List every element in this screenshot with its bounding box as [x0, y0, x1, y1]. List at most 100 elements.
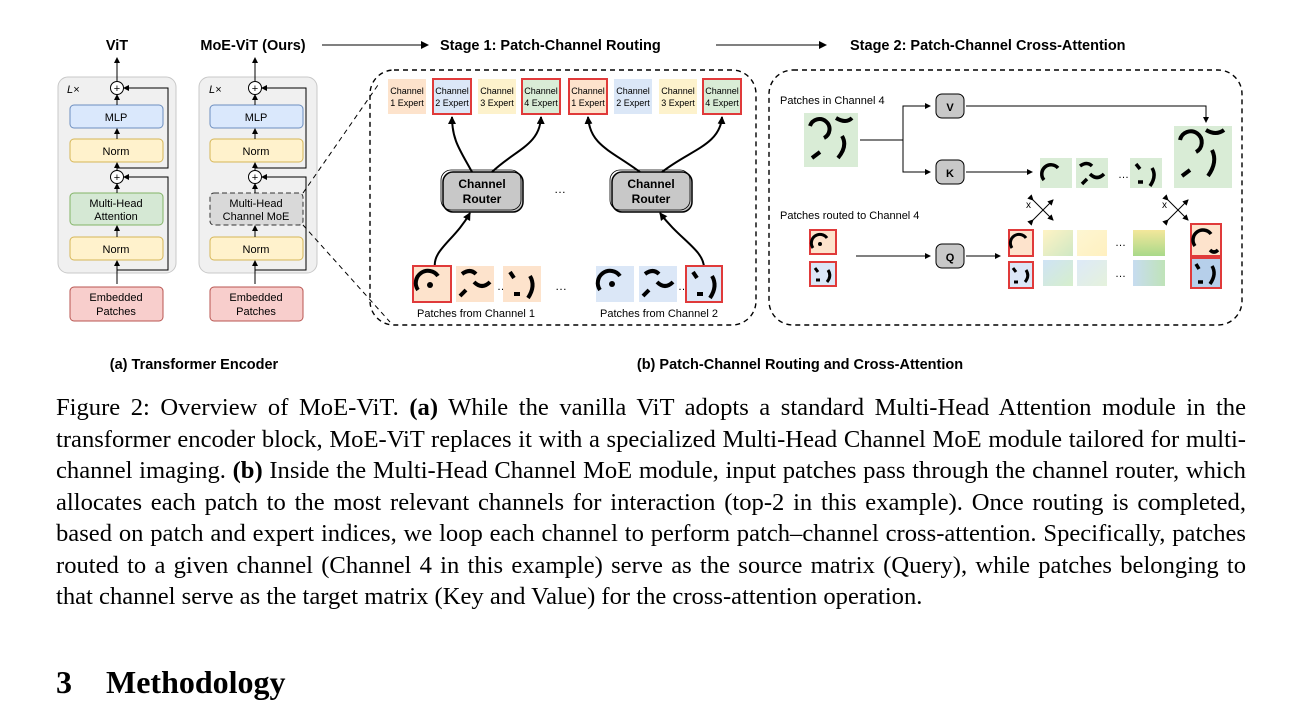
svg-text:Norm: Norm	[103, 146, 130, 158]
multiply-label-2: x	[1162, 200, 1167, 211]
value-patch-stack	[1174, 126, 1232, 188]
patches-channel-2: …	[595, 265, 723, 303]
router-ellipsis: …	[554, 182, 566, 196]
expert-2-right	[614, 79, 652, 114]
svg-text:Channel MoE: Channel MoE	[223, 211, 290, 223]
svg-text:4 Expert: 4 Expert	[524, 98, 558, 108]
multiply-label-1: x	[1026, 200, 1031, 211]
svg-text:Router: Router	[463, 192, 502, 206]
svg-text:Norm: Norm	[243, 146, 270, 158]
patch-group-ellipsis: …	[555, 279, 567, 293]
label-a: (a) Transformer Encoder	[110, 357, 279, 373]
caption-b-text: Inside the Multi-Head Channel MoE module…	[56, 457, 1246, 610]
svg-text:Embedded: Embedded	[229, 292, 282, 304]
svg-text:…: …	[1115, 268, 1126, 280]
stage2-title: Stage 2: Patch-Channel Cross-Attention	[850, 38, 1126, 54]
figure-caption: Figure 2: Overview of MoE-ViT. (a) While…	[56, 392, 1246, 613]
svg-text:K: K	[946, 168, 954, 180]
patch-ellipsis-1: …	[497, 281, 508, 293]
stage1-panel	[369, 69, 757, 326]
svg-text:+: +	[114, 172, 120, 184]
multiply-markers	[1027, 194, 1189, 226]
stage1-experts-left: Channel 1 Expert Channel 2 Expert Channe…	[388, 78, 561, 115]
channel-router-right: Channel Router	[609, 169, 693, 213]
zoom-line-top	[302, 84, 379, 194]
channel4-patch-grid	[804, 113, 858, 167]
svg-text:Router: Router	[632, 192, 671, 206]
svg-text:MLP: MLP	[245, 112, 268, 124]
patches-channel-1: … …	[412, 265, 567, 303]
svg-text:Patches: Patches	[96, 306, 136, 318]
svg-text:MLP: MLP	[105, 112, 128, 124]
routing-arrows	[433, 116, 726, 269]
figure-diagram: ViT MoE-ViT (Ours) Stage 1: Patch-Channe…	[57, 38, 1243, 373]
svg-text:4 Expert: 4 Expert	[705, 98, 739, 108]
k-node	[935, 159, 965, 185]
svg-text:3 Expert: 3 Expert	[661, 98, 695, 108]
patches-in-ch4-label: Patches in Channel 4	[780, 95, 885, 107]
caption-prefix: Figure 2: Overview of MoE-ViT.	[56, 394, 410, 421]
svg-text:Channel: Channel	[458, 177, 505, 191]
expert-2-left	[432, 78, 472, 115]
moe-layers-label: L×	[209, 84, 222, 96]
svg-text:+: +	[252, 83, 258, 95]
stage1-title: Stage 1: Patch-Channel Routing	[440, 38, 661, 54]
vit-encoder: L× + MLP Norm + Multi-Head Attention Nor…	[57, 57, 177, 322]
expert-4-right	[702, 78, 742, 115]
section-title: Methodology	[106, 664, 286, 700]
svg-text:Patches: Patches	[236, 306, 276, 318]
svg-text:…: …	[1115, 237, 1126, 249]
zoom-line-bottom	[302, 224, 391, 323]
output-patches	[1190, 223, 1222, 289]
svg-text:Channel: Channel	[616, 86, 650, 96]
svg-text:Channel: Channel	[480, 86, 514, 96]
svg-text:1 Expert: 1 Expert	[571, 98, 605, 108]
svg-text:Attention: Attention	[94, 211, 137, 223]
stage1-experts-right: Channel 1 Expert Channel 2 Expert Channe…	[568, 78, 742, 115]
moe-vit-encoder: L× + MLP Norm + Multi-Head Channel MoE N…	[198, 57, 318, 322]
moe-vit-title: MoE-ViT (Ours)	[200, 38, 305, 54]
query-patches	[1008, 229, 1034, 289]
expert-3-left	[478, 79, 516, 114]
svg-text:3 Expert: 3 Expert	[480, 98, 514, 108]
svg-text:+: +	[252, 172, 258, 184]
q-node	[935, 243, 965, 269]
stage2-panel	[768, 69, 1243, 326]
svg-text:Q: Q	[946, 252, 955, 264]
vit-embedded-patches	[69, 286, 164, 322]
svg-text:1 Expert: 1 Expert	[390, 98, 424, 108]
vit-title: ViT	[106, 38, 128, 54]
svg-text:Norm: Norm	[243, 244, 270, 256]
svg-text:Norm: Norm	[103, 244, 130, 256]
svg-text:Embedded: Embedded	[89, 292, 142, 304]
moe-embedded-patches	[209, 286, 304, 322]
expert-3-right	[659, 79, 697, 114]
routed-patches	[809, 229, 837, 287]
channel-router-left: Channel Router	[440, 169, 524, 213]
caption-a-text: While the vanilla ViT adopts a standard …	[56, 394, 1246, 484]
svg-text:Channel: Channel	[571, 86, 605, 96]
svg-text:Channel: Channel	[435, 86, 469, 96]
svg-text:Multi-Head: Multi-Head	[229, 198, 282, 210]
svg-text:+: +	[114, 83, 120, 95]
svg-text:V: V	[946, 102, 954, 114]
svg-text:Channel: Channel	[705, 86, 739, 96]
patches-ch1-label: Patches from Channel 1	[417, 308, 535, 320]
key-patches: …	[1040, 158, 1162, 188]
svg-text:2 Expert: 2 Expert	[616, 98, 650, 108]
vit-layers-label: L×	[67, 84, 80, 96]
patches-routed-label: Patches routed to Channel 4	[780, 210, 919, 222]
patch-ellipsis-2: …	[678, 281, 689, 293]
svg-text:Multi-Head: Multi-Head	[89, 198, 142, 210]
svg-text:Channel: Channel	[390, 86, 424, 96]
caption-b-label: (b)	[232, 457, 263, 484]
expert-4-left	[521, 78, 561, 115]
svg-text:2 Expert: 2 Expert	[435, 98, 469, 108]
patches-ch2-label: Patches from Channel 2	[600, 308, 718, 320]
svg-text:Channel: Channel	[524, 86, 558, 96]
expert-1-left	[388, 79, 426, 114]
label-b: (b) Patch-Channel Routing and Cross-Atte…	[637, 357, 963, 373]
v-node	[935, 93, 965, 119]
caption-a-label: (a)	[409, 394, 439, 421]
